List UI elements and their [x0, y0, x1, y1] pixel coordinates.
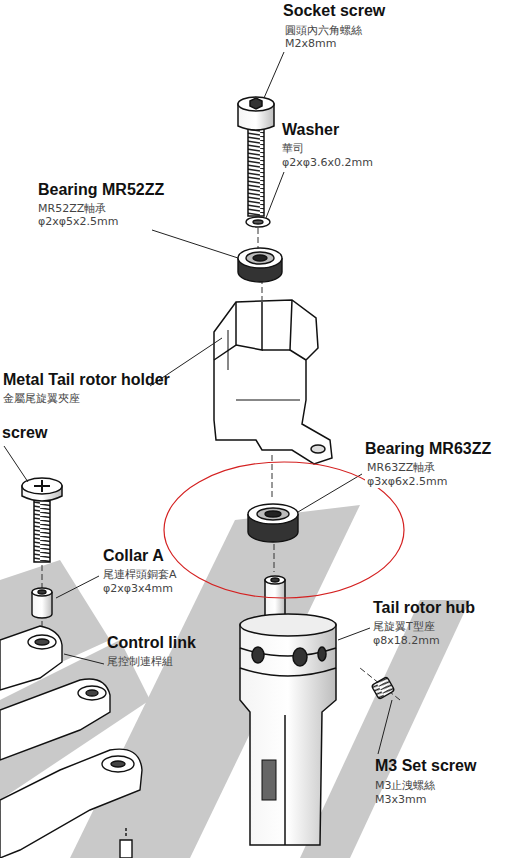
- part-name: Tail rotor hub: [373, 599, 475, 617]
- part-name: Bearing MR63ZZ: [363, 440, 493, 458]
- center-line: [42, 228, 400, 700]
- part-name: Collar A: [103, 547, 164, 565]
- part-spec: 圓頭內六角螺絲: [285, 23, 362, 38]
- part-spec: φ2xφ5x2.5mm: [38, 215, 118, 228]
- part-spec: 金屬尾旋翼夾座: [3, 391, 80, 406]
- tail-rotor-hub: [240, 576, 336, 845]
- part-name: screw: [2, 424, 47, 442]
- part-name: Bearing MR52ZZ: [38, 181, 164, 199]
- part-spec: 尾旋翼T型座: [373, 619, 435, 634]
- part-spec: M3x3mm: [375, 793, 426, 806]
- part-spec: 尾控制連桿組: [107, 654, 173, 669]
- background-band: [0, 505, 470, 858]
- part-spec: φ2xφ3x4mm: [103, 582, 173, 595]
- part-spec: φ2xφ3.6x0.2mm: [282, 156, 373, 169]
- part-spec: MR52ZZ軸承: [38, 201, 106, 216]
- part-name: M3 Set screw: [375, 757, 476, 775]
- part-name: Socket screw: [283, 2, 385, 20]
- tail-rotor-holder: [214, 300, 332, 464]
- part-spec: 華司: [282, 141, 304, 156]
- socket-screw: [238, 97, 274, 216]
- bearing-mr63zz: [248, 504, 298, 542]
- part-spec: φ8x18.2mm: [373, 634, 440, 647]
- part-name: Control link: [107, 634, 196, 652]
- part-name: Metal Tail rotor holder: [3, 371, 170, 389]
- set-screw: [371, 677, 395, 700]
- part-spec: MR63ZZ軸承: [365, 460, 437, 475]
- tail-pitch-lever: [0, 749, 142, 858]
- collar: [32, 588, 52, 618]
- leader-line: [4, 52, 392, 754]
- washer: [246, 217, 270, 227]
- bearing-mr52zz: [238, 248, 282, 282]
- part-name: Washer: [282, 121, 339, 139]
- part-spec: φ3xφ6x2.5mm: [365, 475, 449, 488]
- control-link: [0, 626, 110, 760]
- part-spec: M2x8mm: [285, 37, 336, 50]
- part-spec: 尾連桿頭銅套A: [103, 567, 177, 582]
- part-spec: M3止洩螺絲: [375, 778, 436, 793]
- control-link-screw: [22, 478, 62, 562]
